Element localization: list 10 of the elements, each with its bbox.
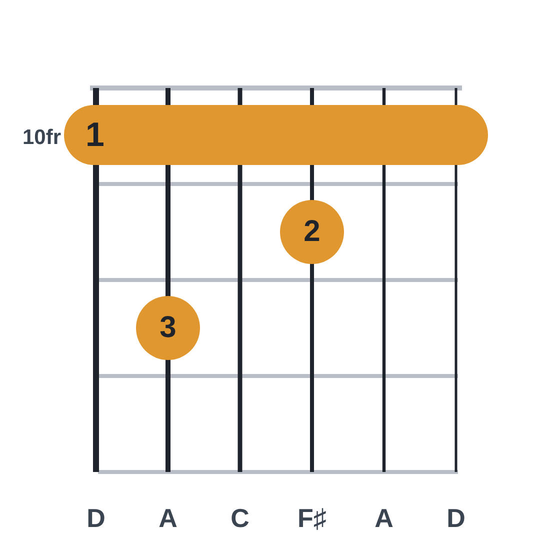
fret-position-label: 10fr <box>22 126 61 148</box>
string-name: D <box>86 505 106 531</box>
finger-number: 2 <box>304 217 320 247</box>
string-name: A <box>374 505 394 531</box>
finger-number: 1 <box>86 118 104 152</box>
finger-number: 3 <box>160 313 176 343</box>
string-name: A <box>158 505 178 531</box>
string-name: D <box>446 505 466 531</box>
string-name: F♯ <box>298 505 326 531</box>
string-name: C <box>230 505 250 531</box>
